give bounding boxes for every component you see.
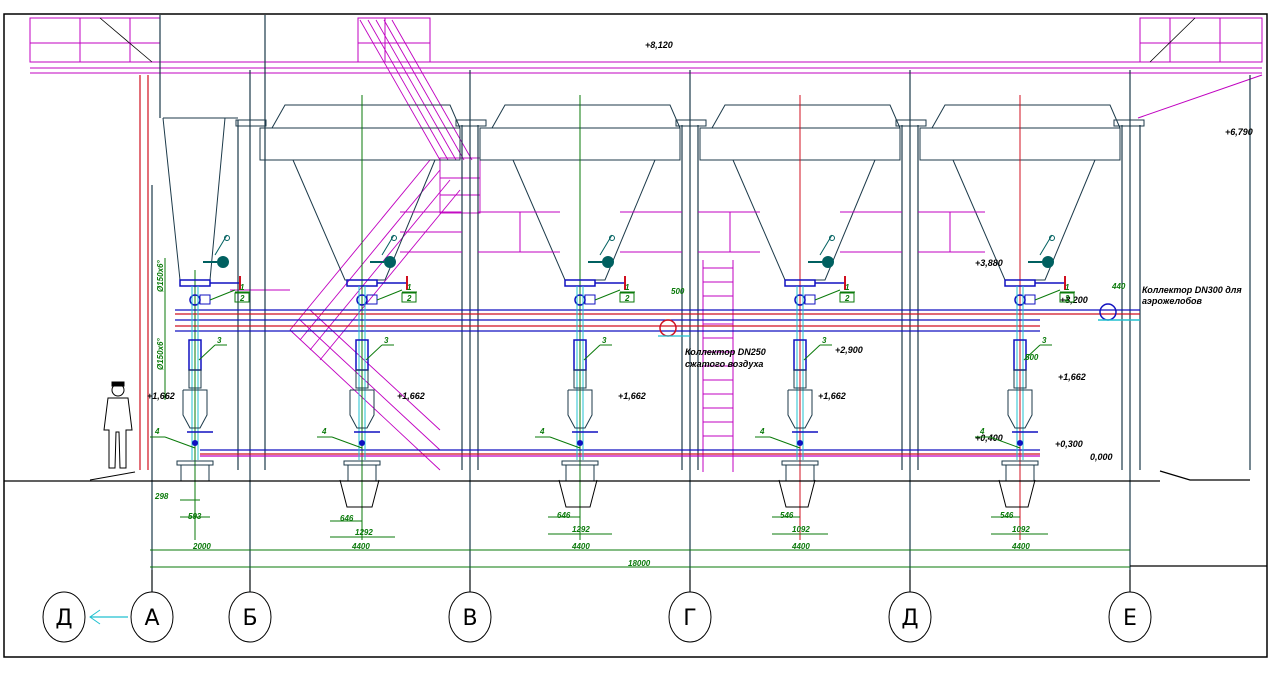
- callout-pos4: 4: [539, 427, 545, 436]
- staircase: [230, 19, 481, 471]
- grid-axis-label: Е: [1123, 606, 1137, 631]
- aero-collector-line1: Коллектор DN300 для: [1142, 285, 1242, 295]
- grid-axis-1: А: [130, 570, 174, 643]
- reference-axis-label: Д: [55, 606, 72, 631]
- elev-feeder-2: +1,662: [397, 391, 425, 401]
- grid-axis-label: Г: [683, 606, 696, 631]
- dim-found-5b: 1092: [1012, 525, 1030, 534]
- elev-feeder-1: +1,662: [147, 391, 175, 401]
- dim-air-collector: 500: [671, 287, 685, 296]
- callout-pos4: 4: [154, 427, 160, 436]
- grid-axis-label: Д: [901, 606, 918, 631]
- pipe-manifold: [175, 309, 1140, 457]
- dimension-labels: 500 440 500 298 593 646 1292 646 1292 54…: [154, 260, 1126, 568]
- callout-pos1: 1: [625, 283, 630, 292]
- dim-found-2a: 646: [340, 514, 354, 523]
- dim-span-4: 4400: [791, 542, 810, 551]
- dim-total: 18000: [628, 559, 651, 568]
- grid-axis-label: А: [144, 606, 159, 631]
- feeder-assembly: [343, 234, 408, 482]
- callout-pos2: 2: [624, 294, 630, 303]
- ground-line: [4, 470, 1267, 567]
- callout-pos3: 3: [822, 336, 827, 345]
- callout-pos1: 1: [407, 283, 412, 292]
- reference-axis: Д: [42, 591, 86, 643]
- callout-pos3: 3: [217, 336, 222, 345]
- dim-aero-collector: 440: [1111, 282, 1126, 291]
- dim-found-4a: 546: [780, 511, 794, 520]
- grid-axis-label: В: [462, 606, 477, 631]
- dim-found-4b: 1092: [792, 525, 810, 534]
- dim-found-1a: 298: [154, 492, 169, 501]
- grid-axis-2: Б: [228, 570, 272, 643]
- dim-offset: 500: [1025, 353, 1039, 362]
- mid-platforms: [400, 211, 985, 253]
- callout-pos4: 4: [321, 427, 327, 436]
- elev-right-platform: +6,790: [1225, 127, 1253, 137]
- elev-roof: +8,120: [645, 40, 673, 50]
- elev-feeder-3: +1,662: [618, 391, 646, 401]
- dim-found-3a: 646: [557, 511, 571, 520]
- elev-compressed-air: +2,900: [835, 345, 863, 355]
- grid-axis-3: В: [448, 570, 492, 643]
- elev-hopper-outlet: +3,880: [975, 258, 1003, 268]
- drawing-frame: [3, 13, 1268, 658]
- grid-axis-5: Д: [888, 570, 932, 643]
- position-callouts: 1 2 3 4 1 2 3 4 1 2 3 4 1 2 3 4 1 2 3 4: [150, 283, 1075, 449]
- air-collector-line2: сжатого воздуха: [685, 359, 763, 369]
- feeder-assembly: [781, 234, 846, 482]
- grid-axis-4: Г: [668, 570, 712, 643]
- elev-ground: 0,000: [1090, 452, 1113, 462]
- callout-pos4: 4: [759, 427, 765, 436]
- callout-pos3: 3: [1042, 336, 1047, 345]
- dim-span-3: 4400: [571, 542, 590, 551]
- feeder-assembly: [1001, 234, 1066, 482]
- feeder-assembly: [561, 234, 626, 482]
- callout-pos4: 4: [979, 427, 985, 436]
- elev-low-left: +0,400: [975, 433, 1003, 443]
- dim-span-5: 4400: [1011, 542, 1030, 551]
- elev-feeder-4: +1,662: [818, 391, 846, 401]
- callout-pos2: 2: [406, 294, 412, 303]
- dim-found-3b: 1292: [572, 525, 590, 534]
- callout-pos3: 3: [384, 336, 389, 345]
- dim-span-2: 4400: [351, 542, 370, 551]
- dim-vertical-upper: Ø150x6°: [156, 260, 165, 292]
- callout-pos2: 2: [844, 294, 850, 303]
- callout-pos1: 1: [1065, 283, 1070, 292]
- callout-pos2: 2: [239, 294, 245, 303]
- aero-collector-line2: аэрожелобов: [1142, 296, 1203, 306]
- dim-vertical-lower: Ø150x6°: [156, 338, 165, 370]
- elevation-labels: +8,120 +6,790 +3,880 +3,200 +2,900 +0,40…: [147, 40, 1253, 462]
- dimension-lines: [150, 258, 1130, 568]
- foundations: [339, 479, 1036, 508]
- hoppers: [162, 117, 1096, 281]
- columns: [151, 15, 1251, 595]
- dim-found-5a: 546: [1000, 511, 1014, 520]
- callout-pos1: 1: [845, 283, 850, 292]
- feeder-assemblies: [176, 234, 1066, 482]
- grid-axis-label: Б: [242, 606, 257, 631]
- dim-span-1: 2000: [192, 542, 211, 551]
- callout-pos3: 3: [602, 336, 607, 345]
- grid-axis-6: Е: [1108, 570, 1152, 643]
- callout-pos2: 2: [1064, 294, 1070, 303]
- elev-feeder-5: +1,662: [1058, 372, 1086, 382]
- callout-pos1: 1: [240, 283, 245, 292]
- air-collector-dn250: [659, 319, 677, 337]
- aero-collector-dn300: [1099, 303, 1117, 321]
- feeder-assembly: [176, 234, 241, 482]
- roof-platform: [29, 17, 1263, 119]
- air-collector-line1: Коллектор DN250: [685, 347, 766, 357]
- person-figure-icon: [103, 381, 133, 469]
- elev-low-right: +0,300: [1055, 439, 1083, 449]
- center-lines: [194, 95, 1021, 540]
- dim-found-1b: 593: [188, 512, 202, 521]
- dim-found-2b: 1292: [355, 528, 373, 537]
